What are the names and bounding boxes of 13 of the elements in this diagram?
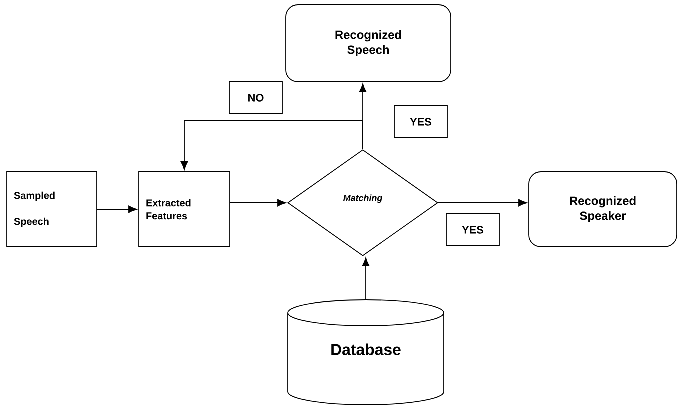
process-box: Sampled Speech (6, 172, 98, 248)
edge-label: NO (229, 82, 283, 114)
process-box: Extracted Features (138, 172, 230, 248)
arrow (438, 199, 528, 207)
arrow (362, 258, 370, 300)
arrow (230, 199, 286, 207)
database-cylinder: Database (288, 300, 444, 406)
arrow (180, 120, 364, 170)
edge-label: YES (446, 214, 500, 246)
arrow (97, 206, 138, 214)
result-box: Recognized Speech (286, 4, 452, 82)
edge-label: YES (394, 106, 448, 138)
result-box: Recognized Speaker (528, 172, 678, 248)
